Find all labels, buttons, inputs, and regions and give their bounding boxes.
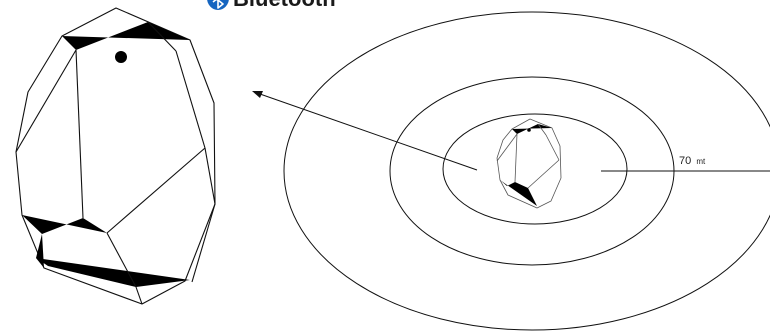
range-unit: mt bbox=[696, 157, 706, 166]
bluetooth-icon bbox=[207, 0, 229, 10]
bluetooth-logo: Bluetooth bbox=[207, 0, 336, 11]
bluetooth-wordmark: Bluetooth bbox=[233, 0, 336, 11]
pointer-arrow bbox=[252, 91, 477, 170]
beacon-large-illustration bbox=[16, 8, 215, 304]
beacon-hole bbox=[115, 51, 127, 63]
beacon-small-illustration bbox=[497, 119, 561, 208]
range-label: 70 mt bbox=[679, 155, 706, 167]
range-value: 70 bbox=[679, 155, 691, 167]
